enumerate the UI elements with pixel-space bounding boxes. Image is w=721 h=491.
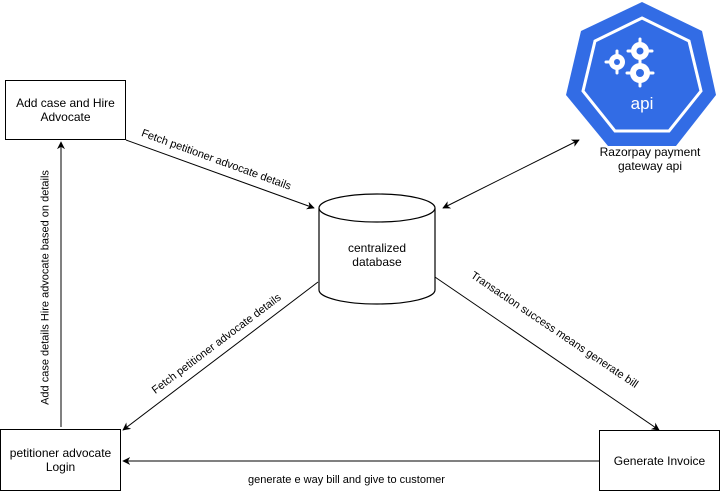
database-line2: database bbox=[352, 255, 402, 269]
generate-invoice-label: Generate Invoice bbox=[613, 453, 706, 468]
api-icon bbox=[566, 2, 716, 146]
database-label: centralized database bbox=[319, 241, 435, 269]
generate-invoice-box: Generate Invoice bbox=[599, 430, 720, 491]
api-icon-text: api bbox=[630, 94, 654, 113]
database-cylinder bbox=[318, 193, 436, 305]
petitioner-login-line2: Login bbox=[45, 460, 76, 474]
add-case-line1: Add case and Hire bbox=[16, 96, 115, 110]
petitioner-login-line1: petitioner advocate bbox=[9, 446, 112, 460]
edge-label-add-case: Add case details Hire advocate based on … bbox=[39, 164, 53, 411]
api-caption-line2: gateway api bbox=[617, 159, 683, 173]
petitioner-login-box: petitioner advocate Login bbox=[0, 429, 121, 491]
edge-fetch-bottom bbox=[122, 281, 319, 431]
add-case-line2: Advocate bbox=[40, 110, 91, 124]
database-line1: centralized bbox=[347, 241, 407, 255]
edge-transaction bbox=[431, 274, 660, 431]
add-case-box: Add case and Hire Advocate bbox=[5, 80, 126, 140]
edge-api-db bbox=[442, 139, 580, 209]
edge-fetch-top bbox=[125, 139, 315, 210]
api-caption: Razorpay payment gateway api bbox=[584, 145, 716, 173]
edge-label-eway-bill: generate e way bill and give to customer bbox=[248, 474, 445, 487]
api-caption-line1: Razorpay payment bbox=[599, 145, 701, 159]
